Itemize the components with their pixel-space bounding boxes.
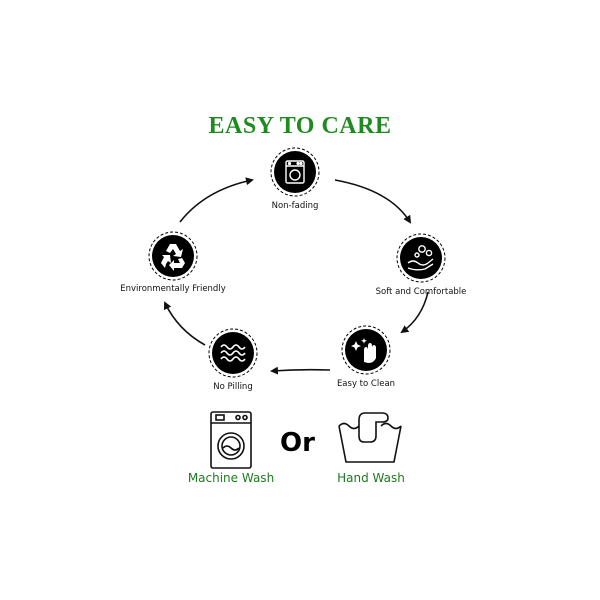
recycle-icon [161, 244, 185, 271]
node-non-fading [270, 147, 320, 197]
hand-wash-icon [338, 412, 402, 463]
hand-sparkle-icon [351, 338, 376, 363]
arrow-clean-to-nopilling [270, 366, 331, 375]
arrow-eco-to-nonfading [179, 177, 254, 223]
label-environmentally-friendly: Environmentally Friendly [120, 284, 226, 294]
label-hand-wash: Hand Wash [337, 471, 405, 485]
label-machine-wash: Machine Wash [187, 471, 275, 485]
or-text: Or [280, 428, 315, 458]
label-soft-comfortable: Soft and Comfortable [375, 287, 467, 297]
label-no-pilling: No Pilling [213, 382, 253, 392]
node-easy-to-clean [341, 325, 391, 375]
hand-bubbles-icon [407, 245, 434, 271]
label-easy-to-clean: Easy to Clean [336, 379, 396, 389]
arrow-soft-to-clean [400, 291, 429, 334]
machine-wash-icon [210, 411, 252, 469]
node-no-pilling [208, 328, 258, 378]
washing-machine-icon [285, 160, 305, 184]
node-soft-comfortable [396, 233, 446, 283]
arrow-nonfading-to-soft [334, 179, 412, 224]
arrow-nopilling-to-eco [164, 301, 206, 346]
label-non-fading: Non-fading [271, 201, 319, 211]
node-environmentally-friendly [148, 231, 198, 281]
waves-icon [220, 344, 246, 362]
page-title: EASY TO CARE [208, 113, 392, 139]
